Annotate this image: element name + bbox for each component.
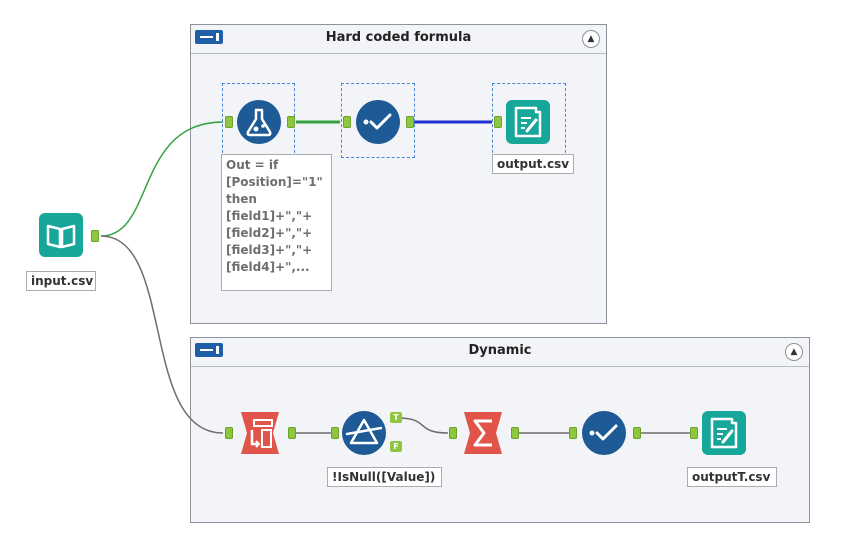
table-transpose-icon (241, 412, 279, 454)
input-anchor[interactable] (225, 427, 233, 439)
select-tool[interactable] (355, 99, 401, 145)
input-label: input.csv (26, 271, 96, 291)
container-title: Dynamic (468, 343, 532, 358)
output-anchor[interactable] (91, 230, 99, 242)
input-anchor[interactable] (343, 116, 351, 128)
output-anchor[interactable] (288, 427, 296, 439)
check-icon (582, 411, 626, 455)
input-anchor[interactable] (331, 427, 339, 439)
input-anchor[interactable] (494, 116, 502, 128)
summarize-tool[interactable] (460, 410, 506, 456)
filter-annotation: !IsNull([Value]) (327, 467, 442, 487)
book-icon (39, 213, 83, 257)
output-data-tool[interactable] (701, 410, 747, 456)
collapse-button[interactable]: ▲ (785, 343, 803, 361)
input-anchor[interactable] (690, 427, 698, 439)
formula-tool[interactable] (236, 99, 282, 145)
formula-annotation: Out = if [Position]="1" then [field1]+",… (221, 154, 332, 291)
collapse-button[interactable]: ▲ (582, 30, 600, 48)
container-title: Hard coded formula (325, 30, 472, 45)
check-icon (356, 100, 400, 144)
input-anchor[interactable] (449, 427, 457, 439)
crosstab-tool[interactable] (237, 410, 283, 456)
input-data-tool[interactable] (38, 212, 84, 258)
output-anchor[interactable] (406, 116, 414, 128)
wire-input-to-formula[interactable] (100, 121, 224, 237)
false-anchor[interactable]: F (390, 441, 402, 452)
file-edit-icon (702, 411, 746, 455)
wire-input-to-crosstab[interactable] (100, 235, 224, 434)
filter-tool[interactable] (341, 410, 387, 456)
file-edit-icon (506, 100, 550, 144)
output-anchor[interactable] (511, 427, 519, 439)
output-anchor[interactable] (633, 427, 641, 439)
input-anchor[interactable] (225, 116, 233, 128)
input-anchor[interactable] (569, 427, 577, 439)
output-label: output.csv (492, 154, 574, 174)
wire-filter-true-to-summarize[interactable] (397, 417, 449, 434)
container-badge-icon (195, 30, 223, 44)
true-anchor[interactable]: T (390, 412, 402, 423)
container-badge-icon (195, 343, 223, 357)
container-header[interactable]: Dynamic ▲ (191, 338, 809, 367)
selection-box (341, 83, 415, 158)
select-tool[interactable] (581, 410, 627, 456)
filter-triangle-icon (342, 411, 386, 455)
flask-icon (237, 100, 281, 144)
output-data-tool[interactable] (505, 99, 551, 145)
output-label: outputT.csv (687, 467, 777, 487)
sigma-icon (464, 412, 502, 454)
container-header[interactable]: Hard coded formula ▲ (191, 25, 606, 54)
output-anchor[interactable] (287, 116, 295, 128)
